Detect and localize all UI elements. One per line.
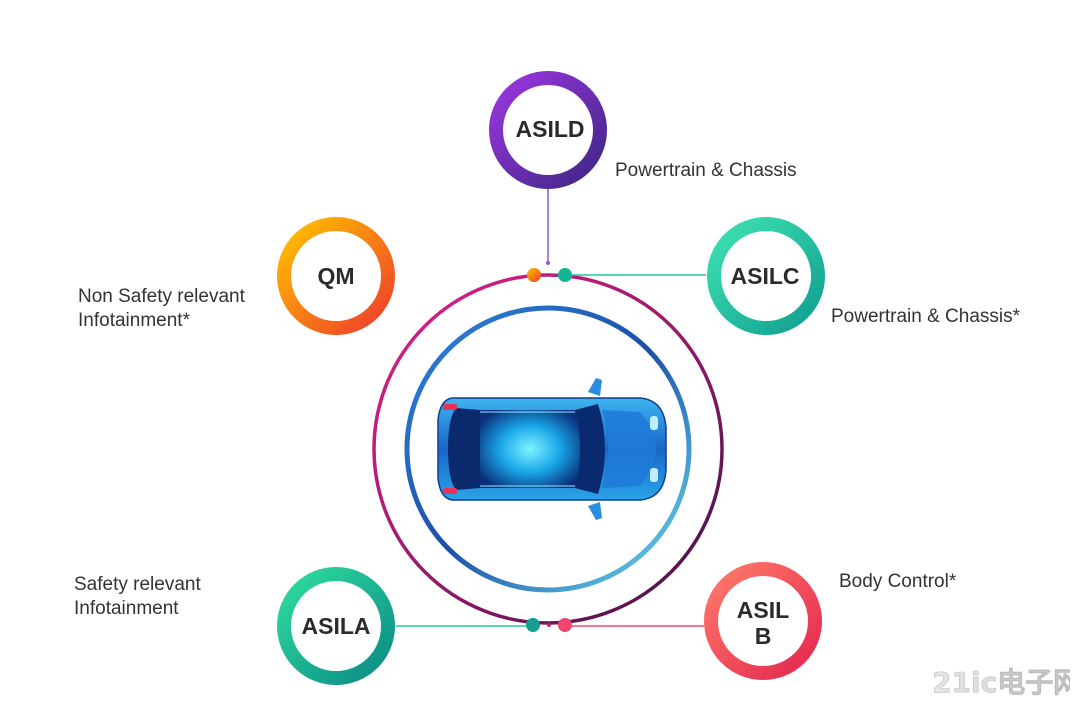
- asila-badge: [277, 567, 395, 685]
- asila-label: ASILA: [301, 613, 371, 639]
- watermark-logo: 21ic电子网: [932, 666, 1070, 698]
- qm-description: Non Safety relevant Infotainment*: [78, 285, 245, 333]
- asila-description-line-2: Infotainment: [74, 598, 179, 619]
- asilc-description: Powertrain & Chassis*: [831, 306, 1021, 327]
- qm-description-line-2: Infotainment*: [78, 310, 190, 331]
- asilb-description: Body Control*: [839, 571, 957, 592]
- asild-label: ASILD: [515, 116, 585, 142]
- dot-qm: [527, 268, 541, 282]
- dot-asild: [546, 261, 550, 265]
- dot-asila: [526, 618, 540, 632]
- asilc-label: ASILC: [730, 263, 800, 289]
- asilb-label: ASIL B: [703, 597, 823, 649]
- asilb-label-line-1: ASIL: [736, 597, 790, 623]
- asilb-badge: [704, 562, 822, 680]
- dot-asilc: [558, 268, 572, 282]
- asila-description: Safety relevant Infotainment: [74, 573, 201, 621]
- outer-ring: [372, 273, 724, 625]
- inner-ring: [404, 305, 692, 593]
- qm-label: QM: [317, 263, 355, 289]
- asild-badge: [489, 71, 607, 189]
- qm-badge: [277, 217, 395, 335]
- qm-description-line-1: Non Safety relevant: [78, 286, 245, 307]
- asilc-badge: [707, 217, 825, 335]
- connectors: [58, 188, 1046, 627]
- asila-description-line-1: Safety relevant: [74, 574, 201, 595]
- watermark-text: 21ic电子网: [932, 666, 1070, 698]
- asild-description: Powertrain & Chassis: [615, 160, 797, 181]
- asilb-label-line-2: B: [754, 623, 772, 649]
- dot-asilb: [558, 618, 572, 632]
- car-illustration: [437, 378, 667, 520]
- connector-dots: [526, 261, 572, 632]
